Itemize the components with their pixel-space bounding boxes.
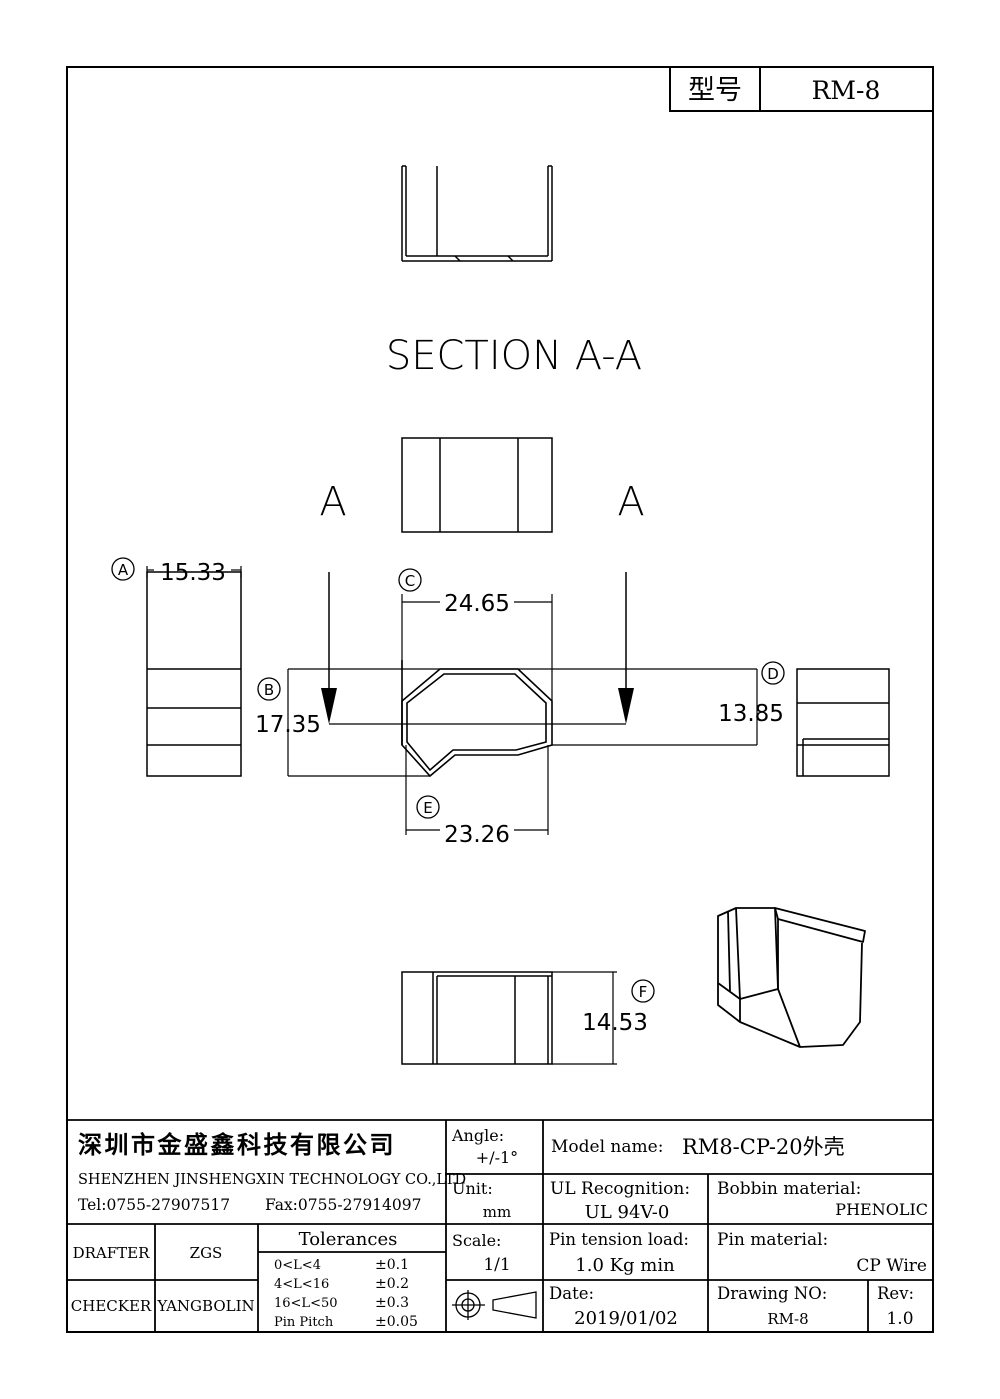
ul-value: UL 94V-0: [585, 1202, 670, 1223]
header-box: 型号 RM-8: [669, 66, 934, 112]
company-fax: Fax:0755-27914097: [265, 1196, 421, 1214]
company-name-cn: 深圳市金盛鑫科技有限公司: [78, 1131, 396, 1159]
pin-material-label: Pin material:: [717, 1230, 828, 1250]
dimension-c-value: 24.65: [444, 591, 510, 617]
tolerance-range: Pin Pitch: [274, 1315, 334, 1330]
dimension-d-marker: D: [767, 665, 779, 683]
tolerance-value: ±0.3: [375, 1295, 409, 1311]
date-label: Date:: [549, 1284, 594, 1303]
left-side-view: [146, 571, 242, 777]
tolerance-table: 0<L<4 ±0.1 4<L<16 ±0.2 16<L<50 ±0.3 Pin …: [274, 1257, 418, 1330]
pin-tension-label: Pin tension load:: [549, 1230, 689, 1249]
scale-value: 1/1: [483, 1255, 510, 1275]
unit-label: Unit:: [452, 1179, 493, 1198]
unit-value: mm: [483, 1203, 511, 1221]
section-marker-right: A: [617, 479, 644, 525]
tolerances-title: Tolerances: [299, 1229, 398, 1250]
dimension-b-marker: B: [264, 681, 274, 699]
dimension-a-marker: A: [118, 561, 129, 579]
dimension-e-value: 23.26: [444, 822, 510, 848]
pin-tension-value: 1.0 Kg min: [575, 1255, 675, 1276]
dimension-f: F 14.53: [552, 971, 655, 1065]
top-view: [401, 437, 553, 533]
tolerance-value: ±0.05: [375, 1314, 418, 1330]
dimension-a-value: 15.33: [160, 560, 226, 586]
section-arrow-left: [321, 572, 337, 724]
dimension-c-marker: C: [405, 572, 415, 590]
dimension-b: B 17.35: [255, 668, 757, 777]
tolerance-value: ±0.2: [375, 1276, 409, 1292]
angle-label: Angle:: [451, 1126, 504, 1145]
dimension-d: D 13.85: [552, 661, 785, 746]
dimension-d-value: 13.85: [718, 701, 784, 727]
sheet-border: [66, 66, 934, 1333]
date-value: 2019/01/02: [574, 1308, 678, 1329]
section-arrow-right: [618, 572, 634, 724]
isometric-view: [717, 907, 866, 1048]
dimension-e-marker: E: [423, 799, 432, 817]
model-name-label: Model name:: [551, 1137, 663, 1157]
drawing-no-value: RM-8: [767, 1310, 808, 1328]
drafter-value: ZGS: [190, 1244, 223, 1262]
rev-value: 1.0: [886, 1309, 913, 1329]
right-side-view: [796, 668, 890, 777]
checker-value: YANGBOLIN: [156, 1297, 254, 1315]
bobbin-label: Bobbin material:: [717, 1179, 861, 1199]
drafter-label: DRAFTER: [73, 1244, 151, 1262]
dimension-f-value: 14.53: [582, 1010, 648, 1036]
dimension-b-value: 17.35: [255, 712, 321, 738]
tolerance-range: 4<L<16: [274, 1277, 329, 1292]
tolerance-range: 16<L<50: [274, 1296, 338, 1311]
model-label: 型号: [688, 75, 742, 106]
projection-symbol-icon: [452, 1290, 537, 1320]
bobbin-value: PHENOLIC: [835, 1200, 928, 1219]
scale-label: Scale:: [452, 1231, 501, 1250]
checker-label: CHECKER: [71, 1297, 152, 1315]
dimension-f-marker: F: [639, 983, 648, 1001]
model-name-value: RM8-CP-20外壳: [682, 1135, 845, 1159]
main-cross-section: [401, 660, 553, 778]
section-view: [401, 165, 553, 262]
title-block: [67, 1119, 933, 1332]
model-value: RM-8: [812, 76, 881, 105]
tolerance-range: 0<L<4: [274, 1258, 321, 1273]
dimension-a: A 15.33: [111, 557, 242, 586]
company-tel: Tel:0755-27907517: [78, 1196, 230, 1214]
section-title: SECTION A-A: [386, 333, 642, 379]
rev-label: Rev:: [877, 1284, 914, 1303]
angle-value: +/-1°: [476, 1148, 518, 1167]
drawing-no-label: Drawing NO:: [717, 1284, 827, 1303]
dimension-e: E 23.26: [405, 745, 549, 848]
dimension-c: C 24.65: [398, 568, 553, 701]
section-marker-left: A: [319, 479, 346, 525]
company-name-en: SHENZHEN JINSHENGXIN TECHNOLOGY CO.,LTD: [78, 1172, 466, 1188]
tolerance-value: ±0.1: [375, 1257, 409, 1273]
bottom-front-view: [401, 971, 553, 1065]
ul-label: UL Recognition:: [550, 1179, 690, 1199]
pin-material-value: CP Wire: [856, 1256, 927, 1276]
